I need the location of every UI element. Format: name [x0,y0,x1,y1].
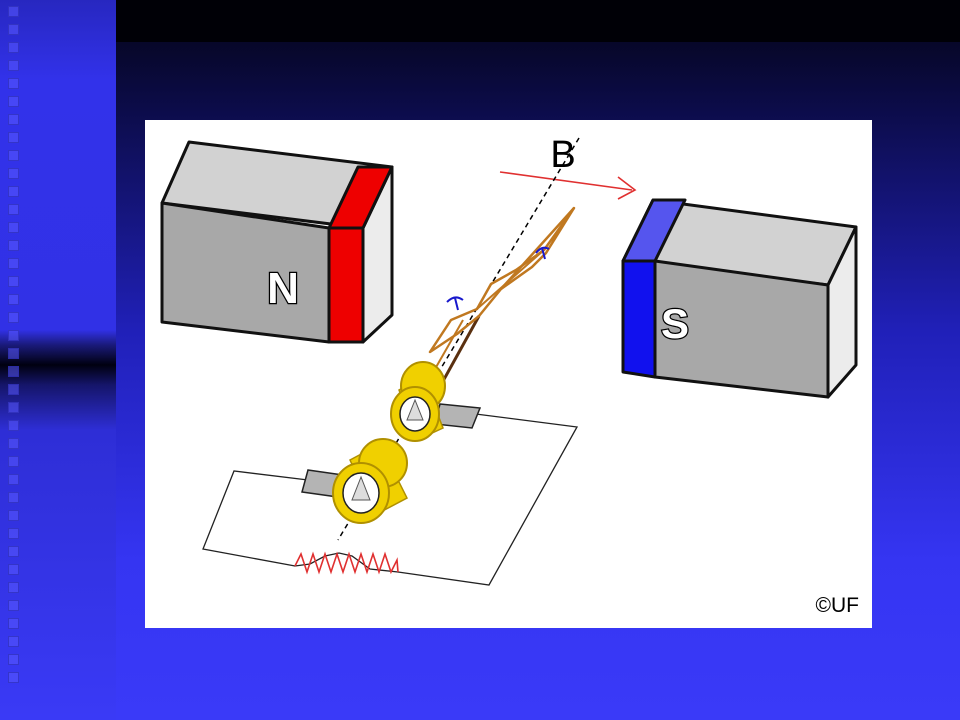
decorative-square [8,24,19,35]
decorative-square [8,6,19,17]
field-label: B [550,134,575,176]
decorative-square [8,402,19,413]
decorative-square [8,294,19,305]
decorative-square [8,420,19,431]
decorative-square [8,474,19,485]
decorative-square [8,510,19,521]
decorative-square [8,438,19,449]
decorative-square [8,366,19,377]
decorative-square [8,618,19,629]
diagram-svg: N S B [160,134,859,617]
decorative-square [8,546,19,557]
decorative-square [8,150,19,161]
decorative-square [8,636,19,647]
decorative-square [8,276,19,287]
decorative-square [8,330,19,341]
decorative-square [8,492,19,503]
decorative-square [8,312,19,323]
decorative-square [8,114,19,125]
decorative-square [8,672,19,683]
coil-brush-1 [535,246,550,260]
top-band [116,0,960,42]
resistor [294,551,399,575]
decorative-squares [8,6,24,706]
decorative-square [8,222,19,233]
decorative-square [8,564,19,575]
north-label: N [267,264,299,313]
slip-ring-lower [332,438,408,524]
decorative-square [8,654,19,665]
decorative-square [8,186,19,197]
decorative-square [8,240,19,251]
decorative-square [8,42,19,53]
slip-ring-upper [390,361,446,442]
coil-brush-2 [446,296,464,311]
decorative-square [8,96,19,107]
decorative-square [8,582,19,593]
south-pole-face [621,259,657,379]
decorative-square [8,60,19,71]
decorative-square [8,168,19,179]
decorative-square [8,456,19,467]
coil [428,206,576,354]
decorative-square [8,528,19,539]
generator-diagram: N S B [145,120,872,628]
copyright-text: ©UF [816,594,859,617]
decorative-square [8,204,19,215]
circuit-wire [202,411,579,586]
field-arrow: B [499,134,637,200]
south-magnet: S [621,198,858,399]
decorative-square [8,132,19,143]
side-strip [0,0,116,720]
decorative-square [8,78,19,89]
north-pole-face [327,226,365,344]
decorative-square [8,348,19,359]
decorative-square [8,384,19,395]
decorative-square [8,600,19,611]
north-magnet: N [160,140,394,344]
south-label: S [661,300,689,347]
decorative-square [8,258,19,269]
